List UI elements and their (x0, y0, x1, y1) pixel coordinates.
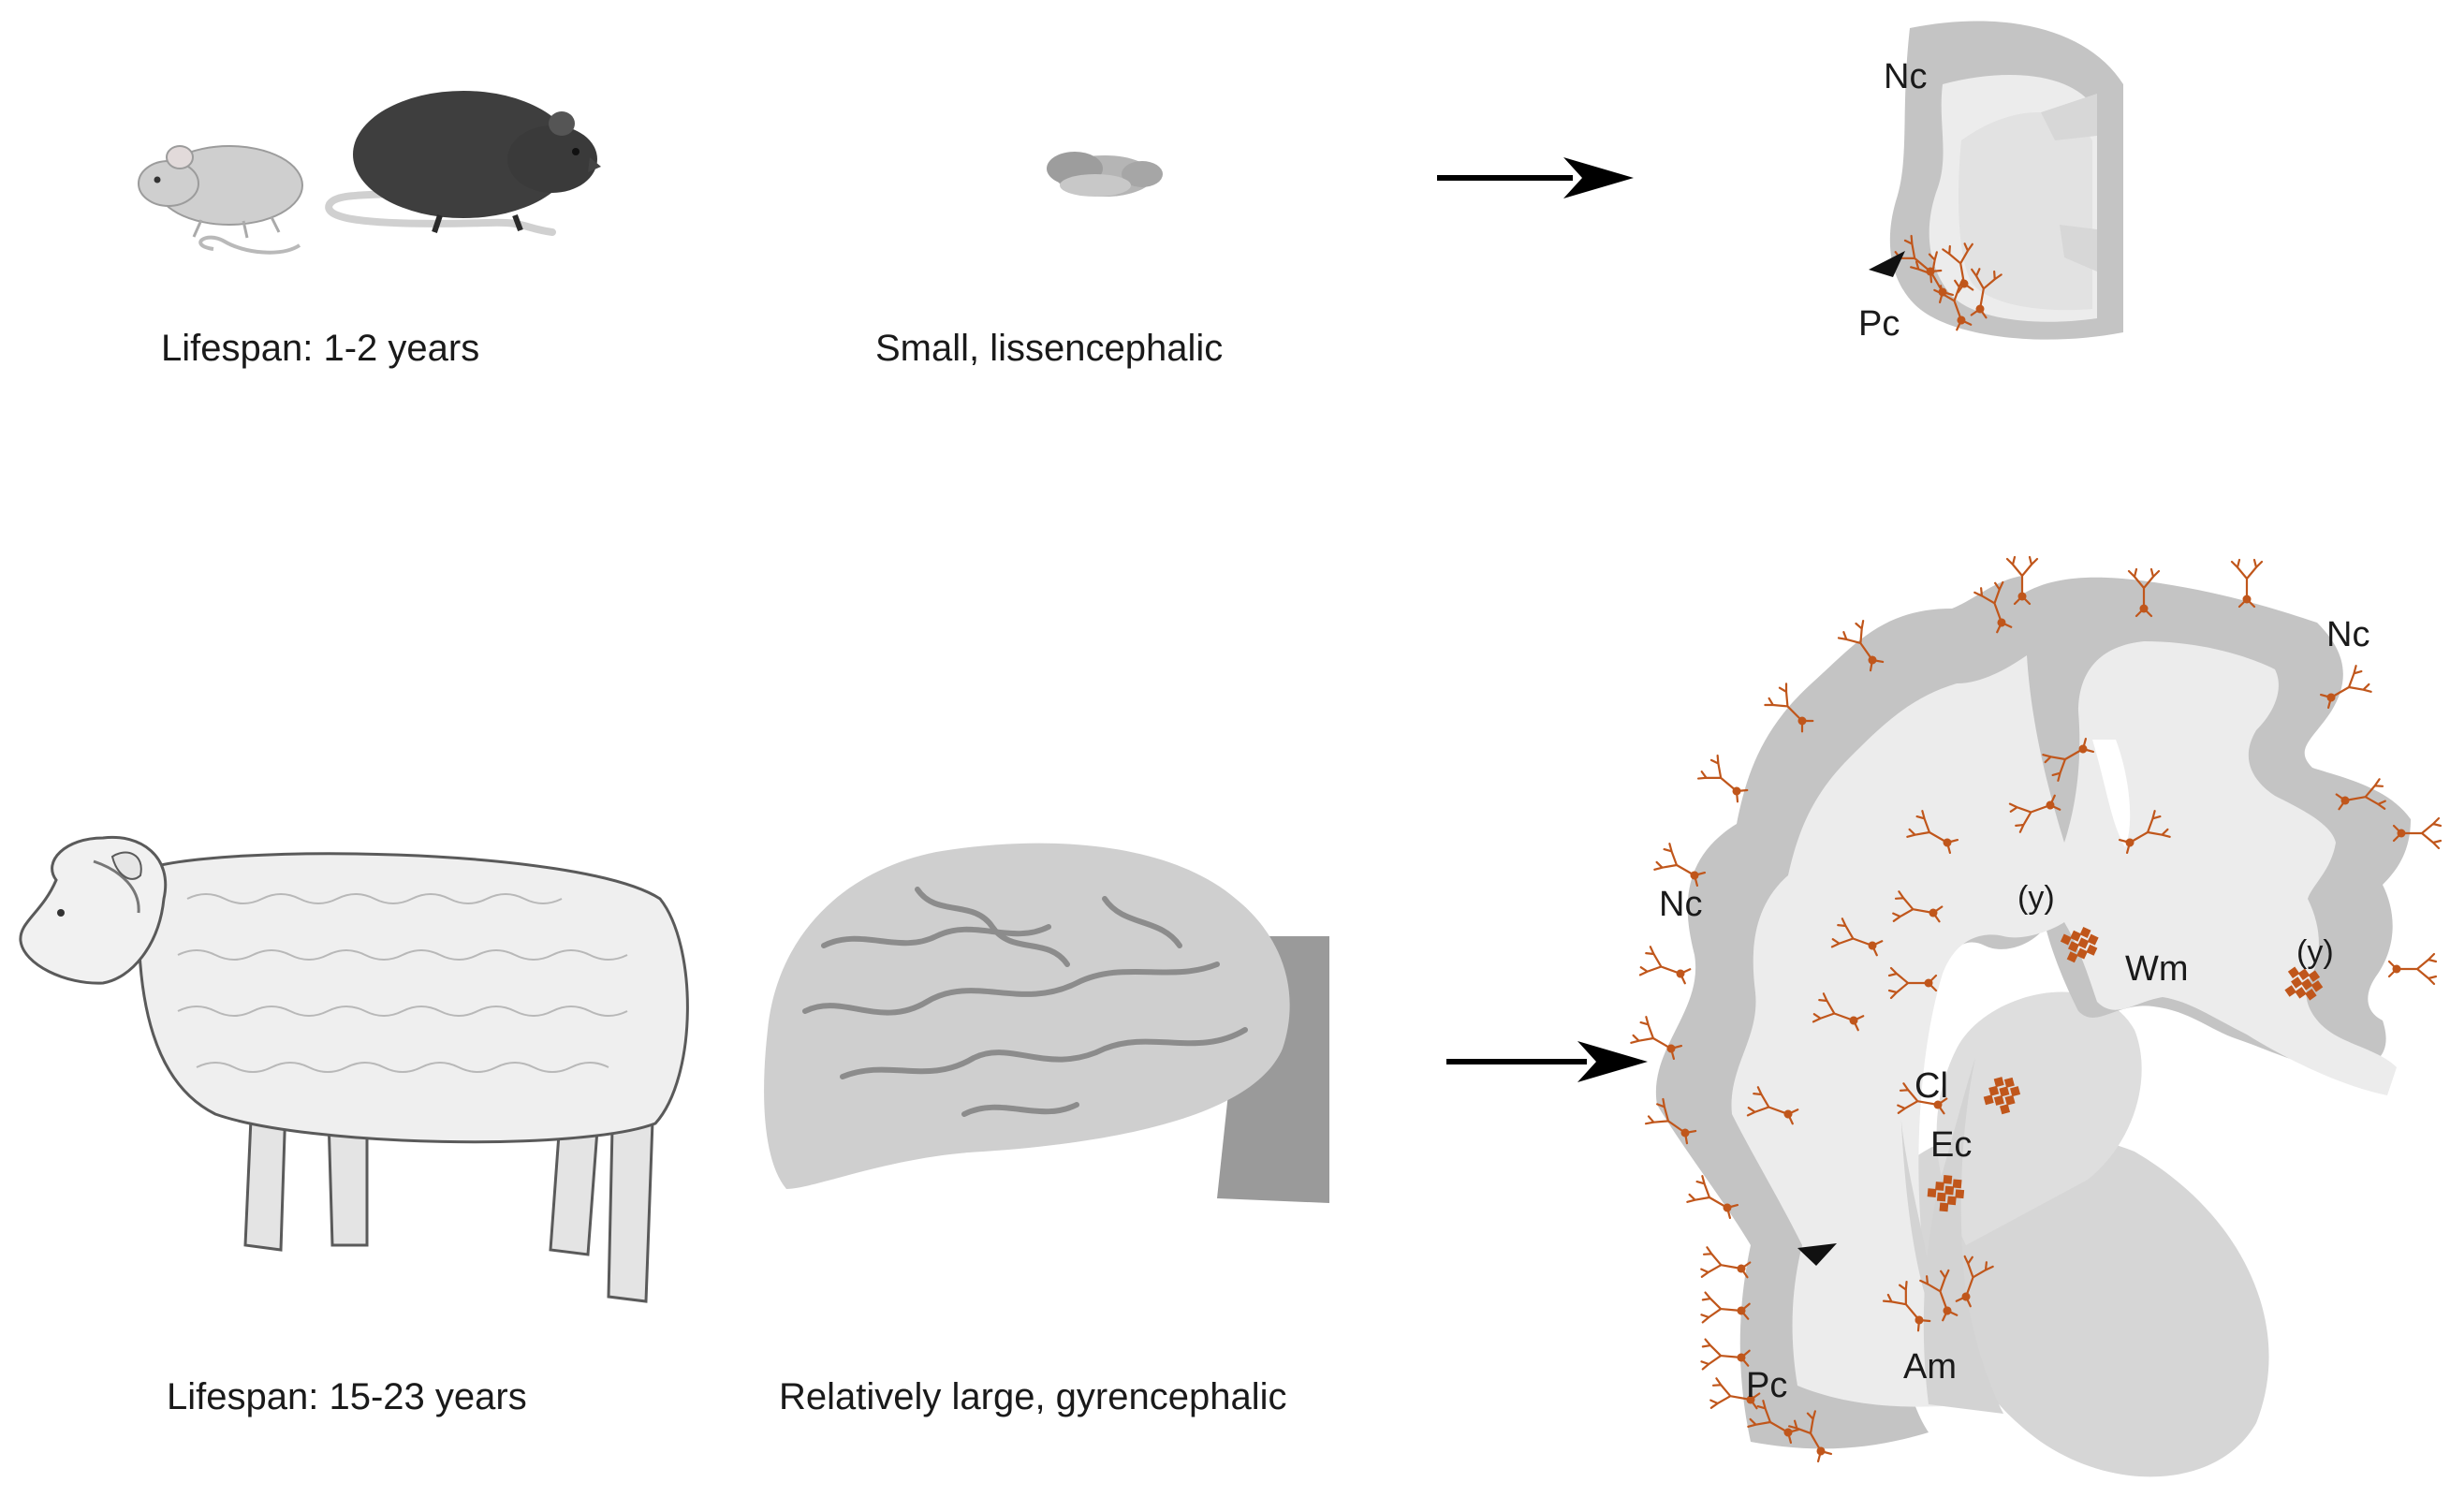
neuron-glyph (1812, 992, 1865, 1032)
neuron-glyph (2230, 558, 2264, 609)
sheep-arrow (1446, 1041, 1648, 1082)
sheep-cell-cluster-group (1927, 926, 2324, 1212)
neuron-glyph (2127, 567, 2161, 618)
sheep-pc-label: Pc (1746, 1366, 1787, 1405)
cell-cluster (2060, 926, 2099, 963)
neuron-glyph (2387, 952, 2438, 986)
mouse-illustration (138, 145, 303, 255)
rodent-brain-section (1889, 21, 2123, 340)
sheep-am-label: Am (1903, 1347, 1957, 1387)
sheep-brain-section (1655, 576, 2411, 1477)
rodent-arrowhead-marker (1869, 251, 1905, 277)
neuron-glyph (1700, 1246, 1752, 1279)
sheep-ec-label: Ec (1930, 1125, 1972, 1165)
sheep-nc-top-label: Nc (2326, 615, 2369, 654)
neuron-glyph (2008, 794, 2061, 833)
neuron-glyph (1644, 1097, 1697, 1145)
neuron-glyph (1970, 268, 2003, 319)
neuron-glyph (1887, 966, 1938, 1000)
neuron-glyph (1955, 1255, 1994, 1308)
sheep-y-left-label: (y) (2017, 880, 2055, 916)
neuron-glyph (1630, 1016, 1683, 1061)
neuron-glyph (1788, 1410, 1833, 1463)
neuron-glyph (2042, 737, 2095, 782)
rodent-brain-illustration (1047, 152, 1163, 197)
neuron-glyph (1882, 1280, 1931, 1332)
rodent-arrow (1437, 157, 1634, 198)
neuron-glyph (1830, 917, 1884, 957)
rodent-pc-label: Pc (1858, 304, 1900, 344)
neuron-glyph (1942, 242, 1974, 294)
sheep-nc-left-label: Nc (1659, 885, 1702, 924)
sheep-arrowhead-marker (1797, 1243, 1837, 1266)
rodent-nc-label: Nc (1884, 57, 1927, 96)
neuron-glyph (1973, 580, 2013, 634)
neuron-glyph (1700, 1338, 1751, 1371)
cell-cluster (2284, 966, 2324, 1001)
neuron-glyph (2319, 665, 2372, 710)
sheep-brain-illustration (764, 843, 1329, 1203)
sheep-brain-caption: Relatively large, gyrencephalic (779, 1376, 1287, 1417)
cell-cluster (1927, 1175, 1965, 1212)
sheep-neuron-group (1630, 555, 2443, 1463)
neuron-glyph (2005, 555, 2039, 606)
neuron-glyph (1764, 683, 1814, 733)
cell-cluster (1983, 1077, 2021, 1115)
neuron-glyph (1653, 843, 1707, 888)
neuron-glyph (1700, 1291, 1751, 1324)
rat-illustration (325, 91, 601, 236)
sheep-y-right-label: (y) (2296, 934, 2334, 970)
neuron-glyph (1906, 810, 1959, 855)
neuron-glyph (2335, 778, 2386, 811)
neuron-glyph (1897, 1082, 1948, 1115)
neuron-glyph (1638, 946, 1692, 985)
neuron-glyph (1696, 754, 1749, 803)
neuron-glyph (1746, 1086, 1799, 1125)
neuron-glyph (2118, 810, 2171, 855)
neuron-glyph (1919, 1269, 1959, 1322)
sheep-cl-label: Cl (1915, 1066, 1948, 1106)
neuron-glyph (1892, 890, 1944, 923)
neuron-glyph (1686, 1175, 1739, 1220)
rodent-brain-caption: Small, lissencephalic (875, 328, 1224, 369)
neuron-glyph (2392, 816, 2443, 850)
neuron-glyph (1837, 619, 1885, 672)
sheep-lifespan-caption: Lifespan: 15-23 years (167, 1376, 527, 1417)
sheep-illustration (19, 835, 689, 1303)
neuron-glyph (1747, 1400, 1800, 1445)
sheep-wm-label: Wm (2125, 949, 2189, 989)
neuron-glyph (1709, 1377, 1761, 1410)
rodent-lifespan-caption: Lifespan: 1-2 years (161, 328, 480, 369)
